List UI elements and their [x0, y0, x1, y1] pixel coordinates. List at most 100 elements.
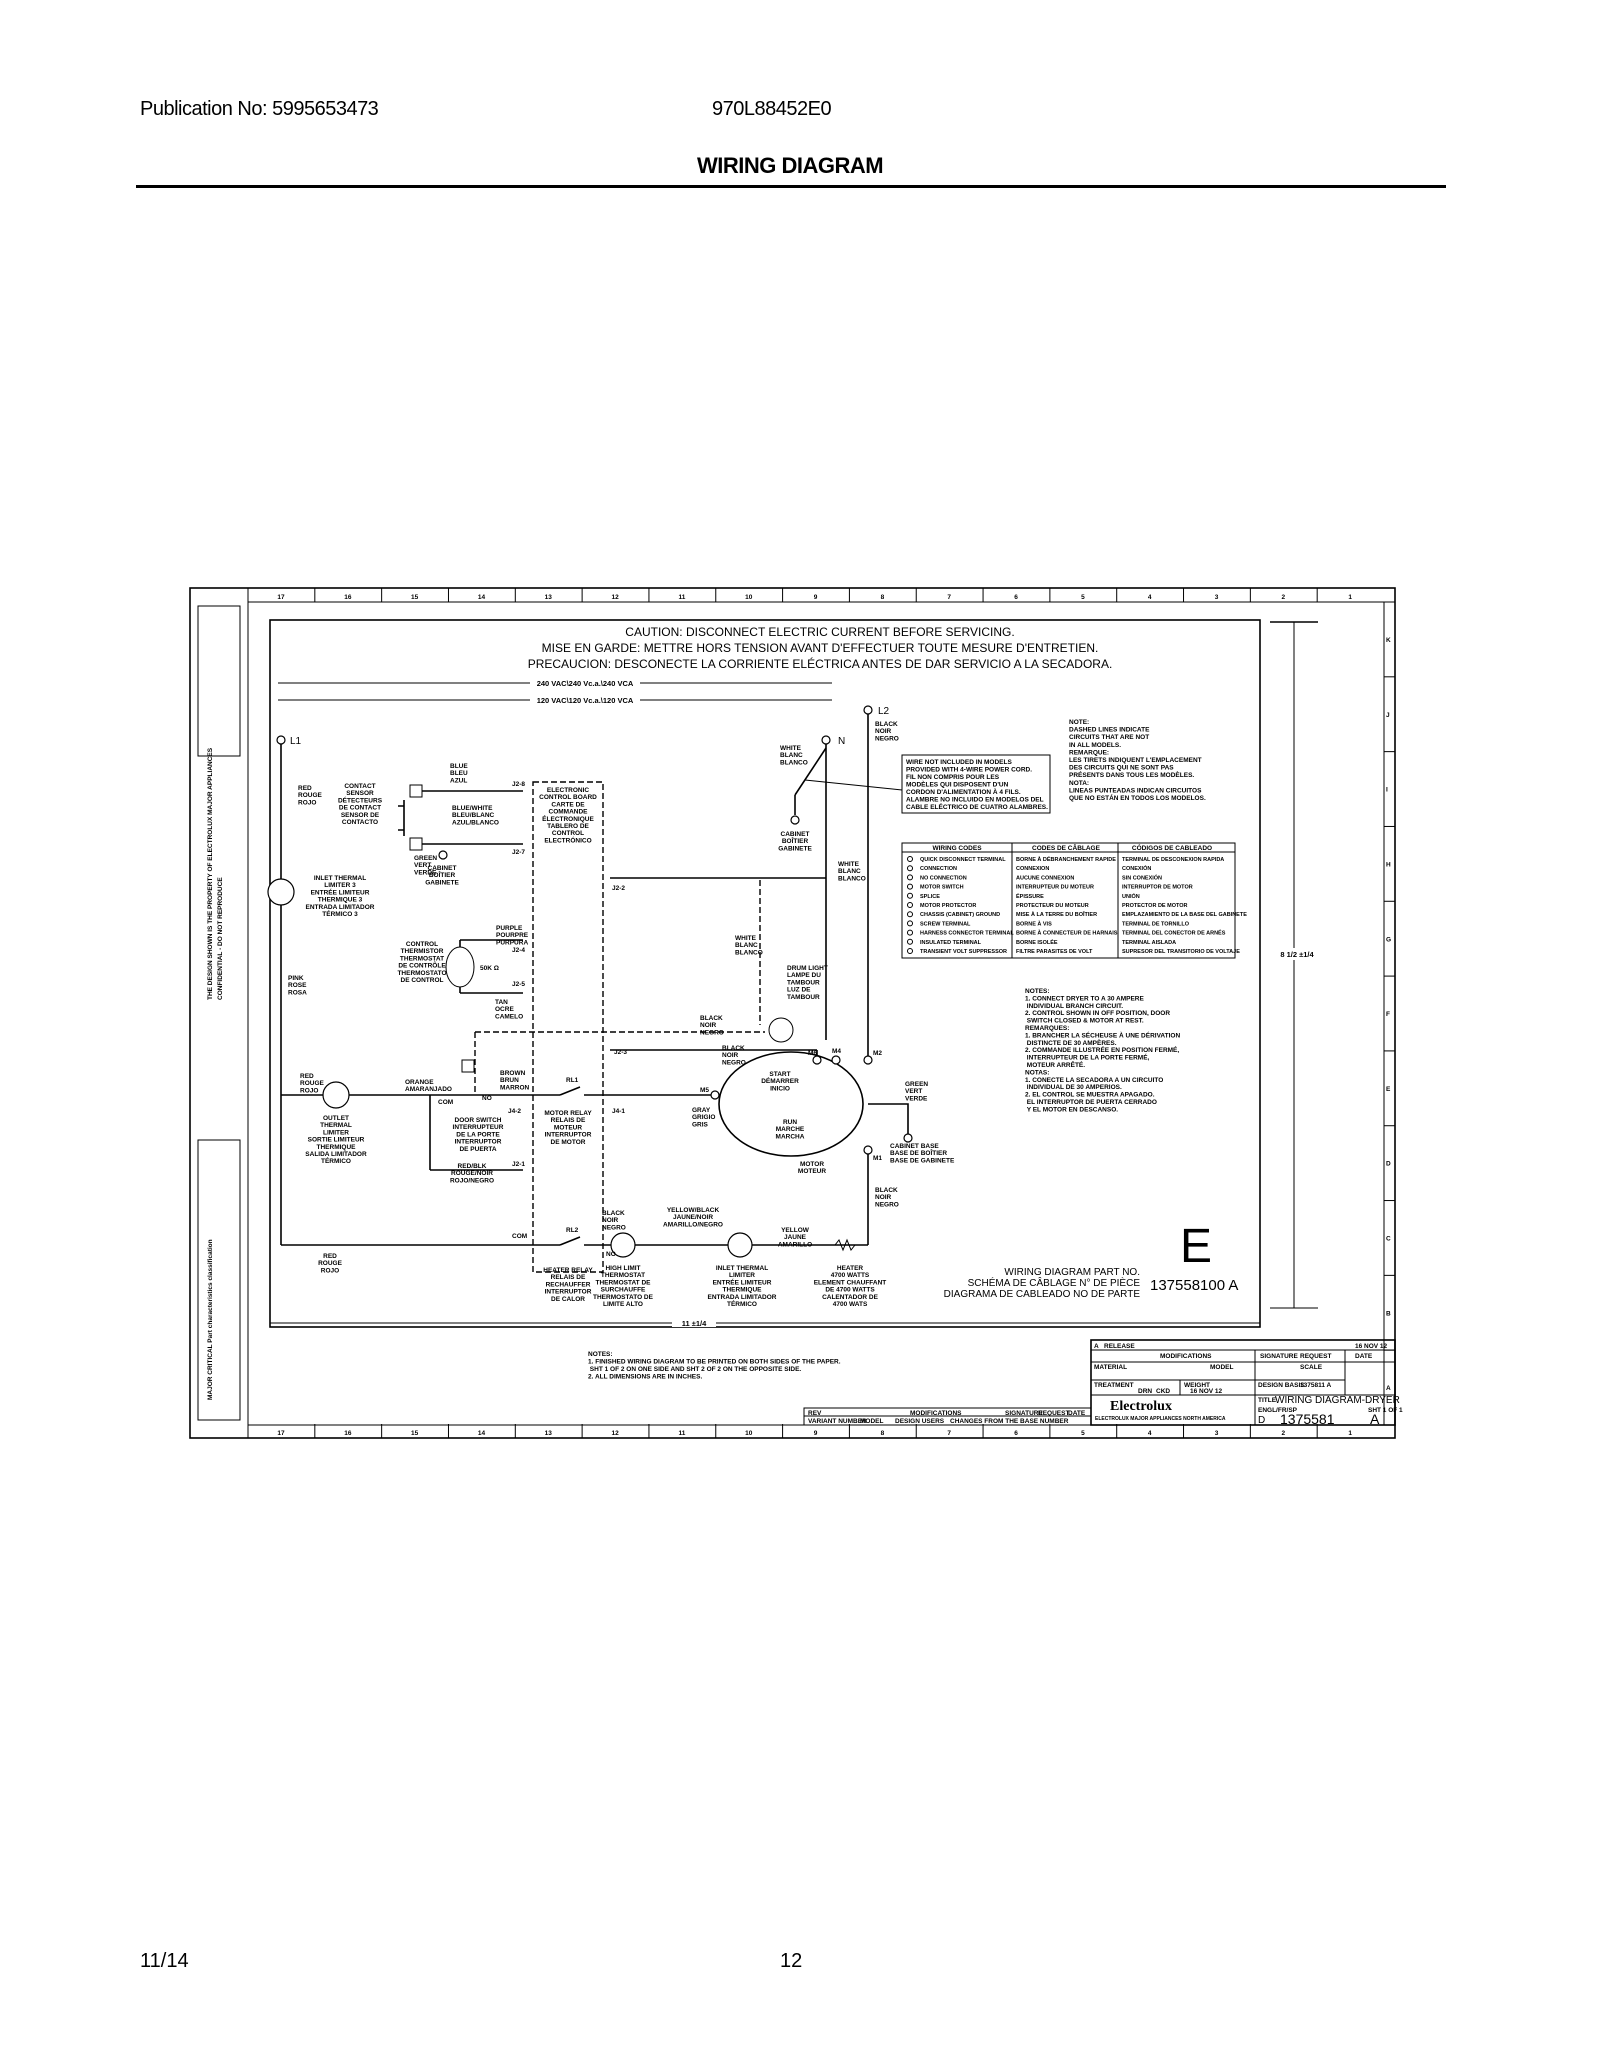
column-marker: 17: [277, 594, 285, 601]
label-line: MOTEUR ARRÊTÉ.: [1025, 1060, 1085, 1069]
label-line: ENTRADA LIMITADOR: [708, 1294, 777, 1301]
label-line: WIRING DIAGRAM PART NO.: [1004, 1267, 1140, 1278]
label-line: DÉTECTEURS: [338, 795, 383, 804]
codes-cell: BORNE À VIS: [1016, 920, 1052, 927]
label-line: BLEU/BLANC: [452, 812, 495, 819]
terminal-l1: L1: [290, 736, 302, 747]
label-m4: M4: [832, 1048, 841, 1055]
part-number-label: WIRING DIAGRAM PART NO.SCHÉMA DE CÂBLAGE…: [944, 1267, 1141, 1300]
column-marker: 1: [1348, 594, 1352, 601]
label-line: INTERRUPTEUR: [453, 1124, 504, 1131]
column-marker: 13: [545, 1430, 553, 1437]
label-j2-7: J2-7: [512, 849, 525, 856]
label-line: DE 4700 WATTS: [825, 1287, 875, 1294]
drum-light-icon: [768, 1017, 794, 1043]
column-marker: 16: [344, 1430, 352, 1437]
column-marker: 11: [679, 594, 686, 601]
label-line: WHITE: [838, 861, 860, 868]
label-line: THERMISTOR: [401, 948, 444, 955]
label-line: RUN: [783, 1119, 797, 1126]
codes-cell: NO CONNECTION: [920, 875, 967, 881]
label-line: MOTEUR: [798, 1168, 826, 1175]
label-line: VERT: [905, 1088, 922, 1095]
column-marker: 5: [1081, 594, 1085, 601]
outlet-thermal-limiter-icon: [322, 1081, 350, 1109]
label-line: AMARANJADO: [405, 1086, 452, 1093]
label-line: BLANCO: [735, 949, 763, 956]
label-line: ROJO: [298, 799, 316, 806]
svg-text:1375811 A: 1375811 A: [1300, 1382, 1332, 1389]
label-no-door: NO: [482, 1095, 492, 1102]
wire-note-box: [901, 754, 1051, 814]
label-line: COMMANDE: [549, 809, 589, 816]
caution-fr: MISE EN GARDE: METTRE HORS TENSION AVANT…: [542, 641, 1099, 655]
label-line: BOÎTIER: [782, 836, 809, 845]
label-line: PRÉSENTS DANS TOUS LES MODÈLES.: [1069, 770, 1194, 779]
codes-header: WIRING CODES: [932, 845, 982, 852]
codes-cell: INSULATED TERMINAL: [920, 940, 982, 946]
terminal-n: N: [838, 736, 845, 747]
svg-text:VARIANT NUMBER: VARIANT NUMBER: [808, 1418, 867, 1425]
codes-cell: CONNECTION: [920, 866, 957, 872]
label-line: 2. COMMANDE ILLUSTRÉE EN POSITION FERMÉ,: [1025, 1045, 1179, 1054]
label-line: BLANC: [735, 942, 758, 949]
label-line: INLET THERMAL: [314, 875, 366, 882]
label-line: ROUGE/NOIR: [451, 1170, 493, 1177]
label-line: BRUN: [500, 1077, 519, 1084]
label-line: INTERRUPTOR: [545, 1132, 592, 1139]
column-marker: 2: [1282, 1430, 1286, 1437]
row-marker: F: [1386, 1011, 1390, 1018]
label-line: DE CONTACT: [339, 805, 381, 812]
label-line: DE LA PORTE: [456, 1131, 500, 1138]
label-line: 1. BRANCHER LA SÉCHEUSE À UNE DÉRIVATION: [1025, 1030, 1180, 1039]
svg-text:SCALE: SCALE: [1300, 1364, 1323, 1371]
label-j2-5: J2-5: [512, 981, 525, 988]
label-line: GRIGIO: [692, 1114, 715, 1121]
label-line: WIRE NOT INCLUDED IN MODELS: [906, 759, 1012, 766]
wiring-code-symbol-icon: [907, 938, 913, 945]
label-line: ELEMENT CHAUFFANT: [814, 1279, 887, 1286]
label-line: NOIR: [602, 1217, 619, 1224]
codes-cell: FILTRE PARASITES DE VOLT: [1016, 949, 1093, 955]
column-marker: 5: [1081, 1430, 1085, 1437]
label-line: DE CONTROL: [401, 977, 444, 984]
row-marker: J: [1386, 712, 1390, 719]
column-marker: 2: [1282, 594, 1286, 601]
wiring-code-symbol-icon: [907, 902, 913, 908]
wiring-code-symbol-icon: [907, 892, 913, 899]
label-line: BLANCO: [780, 759, 808, 766]
label-line: MOTOR: [800, 1161, 824, 1168]
label-line: BLACK: [875, 721, 898, 728]
label-line: ÉLECTRONIQUE: [542, 814, 594, 823]
svg-text:MATERIAL: MATERIAL: [1094, 1364, 1127, 1371]
label-line: ENTRÉE LIMITEUR: [311, 887, 370, 896]
label-j2-8: J2-8: [512, 781, 525, 788]
label-line: CARTE DE: [551, 801, 585, 808]
label-line: BROWN: [500, 1070, 526, 1077]
svg-text:MAJOR CRITICAL Part characte: MAJOR CRITICAL Part characteristics clas…: [207, 1239, 214, 1400]
label-line: NEGRO: [700, 1029, 724, 1036]
drawing-frame: [189, 587, 1396, 1439]
label-line: CONTROL: [552, 830, 584, 837]
label-line: MARCHA: [776, 1133, 805, 1140]
label-line: EL INTERRUPTOR DE PUERTA CERRADO: [1025, 1099, 1157, 1106]
label-line: GABINETE: [778, 845, 812, 852]
label-line: DIAGRAMA DE CABLEADO NO DE PARTE: [944, 1289, 1141, 1300]
label-line: RELAIS DE: [551, 1117, 586, 1124]
svg-text:REQUEST: REQUEST: [1038, 1410, 1069, 1417]
label-j4-1: J4-1: [612, 1108, 625, 1115]
label-line: THERMOSTAT DE: [595, 1279, 651, 1286]
label-line: THERMOSTATO: [397, 970, 446, 977]
codes-cell: MOTOR SWITCH: [920, 885, 964, 891]
codes-cell: CONNEXION: [1016, 866, 1049, 872]
